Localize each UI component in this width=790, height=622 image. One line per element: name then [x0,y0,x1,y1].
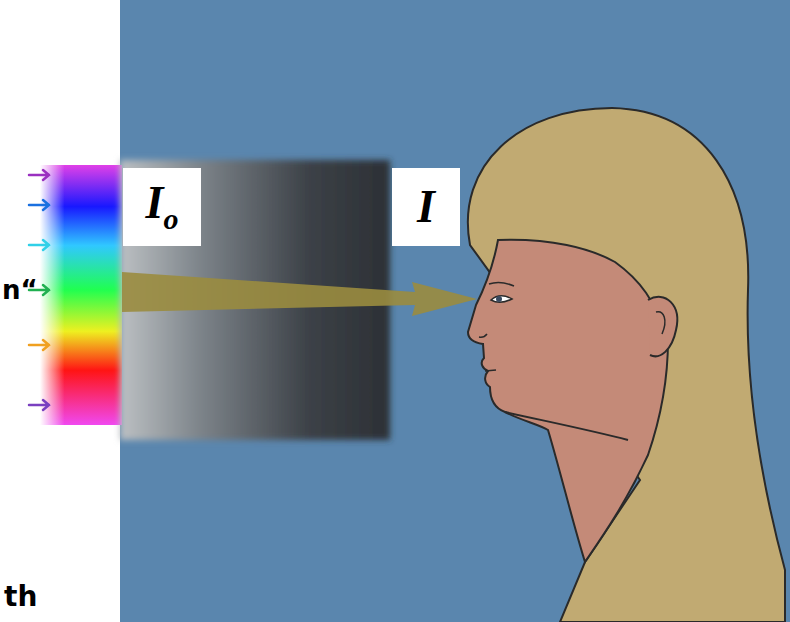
text-fragment: th [4,582,37,613]
intensity-letter: I [146,177,164,228]
observer-figure [468,108,785,622]
intensity-symbol: Io [146,180,179,234]
intensity-box: I [392,168,460,246]
background-panel [120,0,790,622]
text-fragment: n“ [2,276,38,305]
subscript: o [163,202,178,235]
intensity-box: Io [123,168,201,246]
spectrum [40,165,122,425]
intensity-letter: I [417,181,435,232]
spectrum-fade [40,165,122,425]
intensity-symbol: I [417,184,435,230]
light-beam [122,272,477,316]
